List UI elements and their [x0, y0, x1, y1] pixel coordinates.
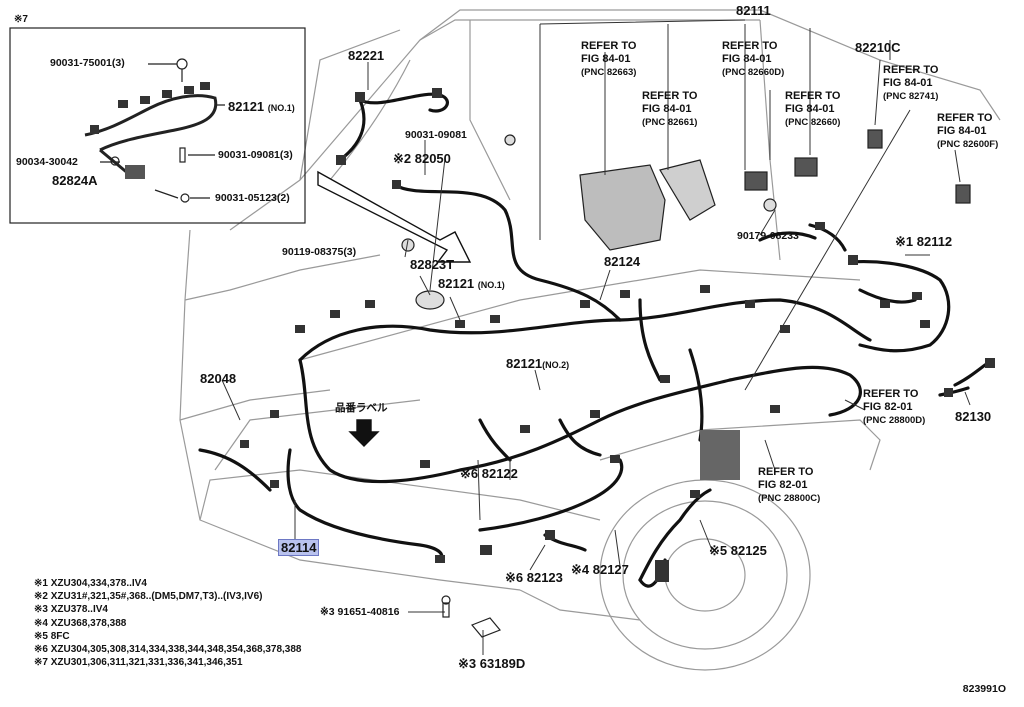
refer-fig: FIG 84-01: [937, 125, 987, 137]
inset-connectors: [90, 82, 210, 179]
part-label-82111: 82111: [736, 3, 771, 18]
figure-id: 823991O: [962, 683, 1006, 695]
refer-block-82660: REFER TO FIG 84-01 (PNC 82660): [785, 90, 840, 129]
part-label-82122: ※6 82122: [460, 466, 518, 481]
part-label-82125: ※5 82125: [709, 543, 767, 558]
refer-fig: FIG 84-01: [642, 103, 692, 115]
inset-marker: ※7: [14, 14, 28, 25]
refer-fig: FIG 82-01: [863, 401, 913, 413]
refer-pnc: (PNC 82660D): [722, 67, 785, 78]
refer-pnc: (PNC 82741): [883, 91, 939, 102]
refer-block-82741: REFER TO FIG 84-01 (PNC 82741): [883, 64, 938, 103]
refer-fig: FIG 84-01: [581, 53, 631, 65]
part-label-82823t: 82823T: [410, 257, 455, 272]
refer-fig: FIG 84-01: [722, 53, 772, 65]
refer-line: REFER TO: [883, 64, 939, 76]
footnote-1: ※1 XZU304,334,378..IV4: [34, 578, 147, 589]
refer-line: REFER TO: [937, 112, 993, 124]
part-label-hinban-label: 品番ラベル: [335, 402, 388, 414]
refer-block-28800c: REFER TO FIG 82-01 (PNC 28800C): [758, 466, 820, 505]
part-label-82221: 82221: [348, 48, 385, 63]
part-label-82114-highlighted[interactable]: 82114: [278, 539, 320, 556]
part-label-90179-08233: 90179-08233: [737, 230, 799, 242]
part-label-82112: ※1 82112: [895, 234, 953, 249]
truck-body-outline: [179, 9, 1001, 621]
footnote-5: ※5 8FC: [34, 630, 70, 642]
footnote-3: ※3 XZU378..IV4: [34, 604, 108, 616]
footnotes: ※1 XZU304,334,378..IV4 ※2 XZU31#,321,35#…: [34, 577, 302, 669]
part-label-82210c: 82210C: [855, 40, 901, 55]
harness-lines: [198, 92, 987, 588]
part-label-90119-08375: 90119-08375(3): [282, 246, 357, 258]
refer-block-82661: REFER TO FIG 84-01 (PNC 82661): [642, 90, 697, 129]
part-number: 82121: [506, 356, 543, 371]
part-label-82050: ※2 82050: [393, 151, 451, 166]
refer-block-28800d: REFER TO FIG 82-01 (PNC 28800D): [863, 388, 925, 427]
refer-block-82600f: REFER TO FIG 84-01 (PNC 82600F): [937, 112, 998, 151]
refer-pnc: (PNC 82600F): [937, 139, 999, 150]
inset-fasteners: [100, 58, 225, 203]
part-note: (NO.1): [267, 103, 295, 113]
inset-harness: [84, 94, 218, 177]
footnote-6: ※6 XZU304,305,308,314,334,338,344,348,35…: [34, 644, 302, 656]
refer-fig: FIG 84-01: [883, 77, 933, 89]
refer-line: REFER TO: [758, 466, 814, 478]
footnote-7: ※7 XZU301,306,311,321,331,336,341,346,35…: [34, 657, 243, 669]
part-note: (NO.1): [477, 280, 505, 290]
part-label-90031-75001: 90031-75001(3): [50, 57, 125, 69]
refer-pnc: (PNC 82661): [642, 117, 698, 128]
part-number: 82121: [228, 99, 265, 114]
part-label-82824a: 82824A: [52, 173, 98, 188]
part-label-82121-no1: 82121 (NO.1): [438, 277, 505, 290]
harness-connectors: [240, 88, 995, 582]
direction-arrows: [317, 170, 472, 447]
part-label-82048: 82048: [200, 371, 237, 386]
part-label-63189d: ※3 63189D: [458, 656, 526, 671]
leader-lines: [221, 19, 971, 655]
part-label-90034-30042: 90034-30042: [16, 156, 78, 168]
refer-pnc: (PNC 28800C): [758, 493, 821, 504]
part-label-90031-09081: 90031-09081: [405, 129, 467, 141]
part-label-82127: ※4 82127: [571, 562, 629, 577]
front-wheel: [599, 479, 811, 671]
refer-pnc: (PNC 82660): [785, 117, 841, 128]
refer-line: REFER TO: [785, 90, 841, 102]
refer-line: REFER TO: [722, 40, 778, 52]
part-label-82124: 82124: [604, 254, 641, 269]
refer-pnc: (PNC 82663): [581, 67, 637, 78]
part-label-90031-09081-3: 90031-09081(3): [218, 149, 293, 161]
refer-fig: FIG 84-01: [785, 103, 835, 115]
part-label-82121-no2: 82121(NO.2): [506, 357, 569, 370]
part-note: (NO.2): [542, 360, 570, 370]
refer-block-82660d: REFER TO FIG 84-01 (PNC 82660D): [722, 40, 784, 79]
part-label-91651-40816: ※3 91651-40816: [320, 606, 400, 618]
ecu-and-relays: [401, 129, 971, 310]
inset-box: [9, 27, 306, 224]
part-label-90031-05123: 90031-05123(2): [215, 192, 290, 204]
refer-block-82663: REFER TO FIG 84-01 (PNC 82663): [581, 40, 636, 79]
footnote-4: ※4 XZU368,378,388: [34, 617, 127, 629]
refer-pnc: (PNC 28800D): [863, 415, 926, 426]
part-number: 82121: [438, 276, 475, 291]
small-fasteners: [441, 595, 501, 638]
refer-line: REFER TO: [581, 40, 637, 52]
part-label-82121-inset: 82121 (NO.1): [228, 100, 295, 113]
refer-fig: FIG 82-01: [758, 479, 808, 491]
part-label-82123: ※6 82123: [505, 570, 563, 585]
refer-line: REFER TO: [863, 388, 919, 400]
footnote-2: ※2 XZU31#,321,35#,368..(DM5,DM7,T3)..(IV…: [34, 591, 263, 603]
part-label-82130: 82130: [955, 409, 992, 424]
refer-line: REFER TO: [642, 90, 698, 102]
